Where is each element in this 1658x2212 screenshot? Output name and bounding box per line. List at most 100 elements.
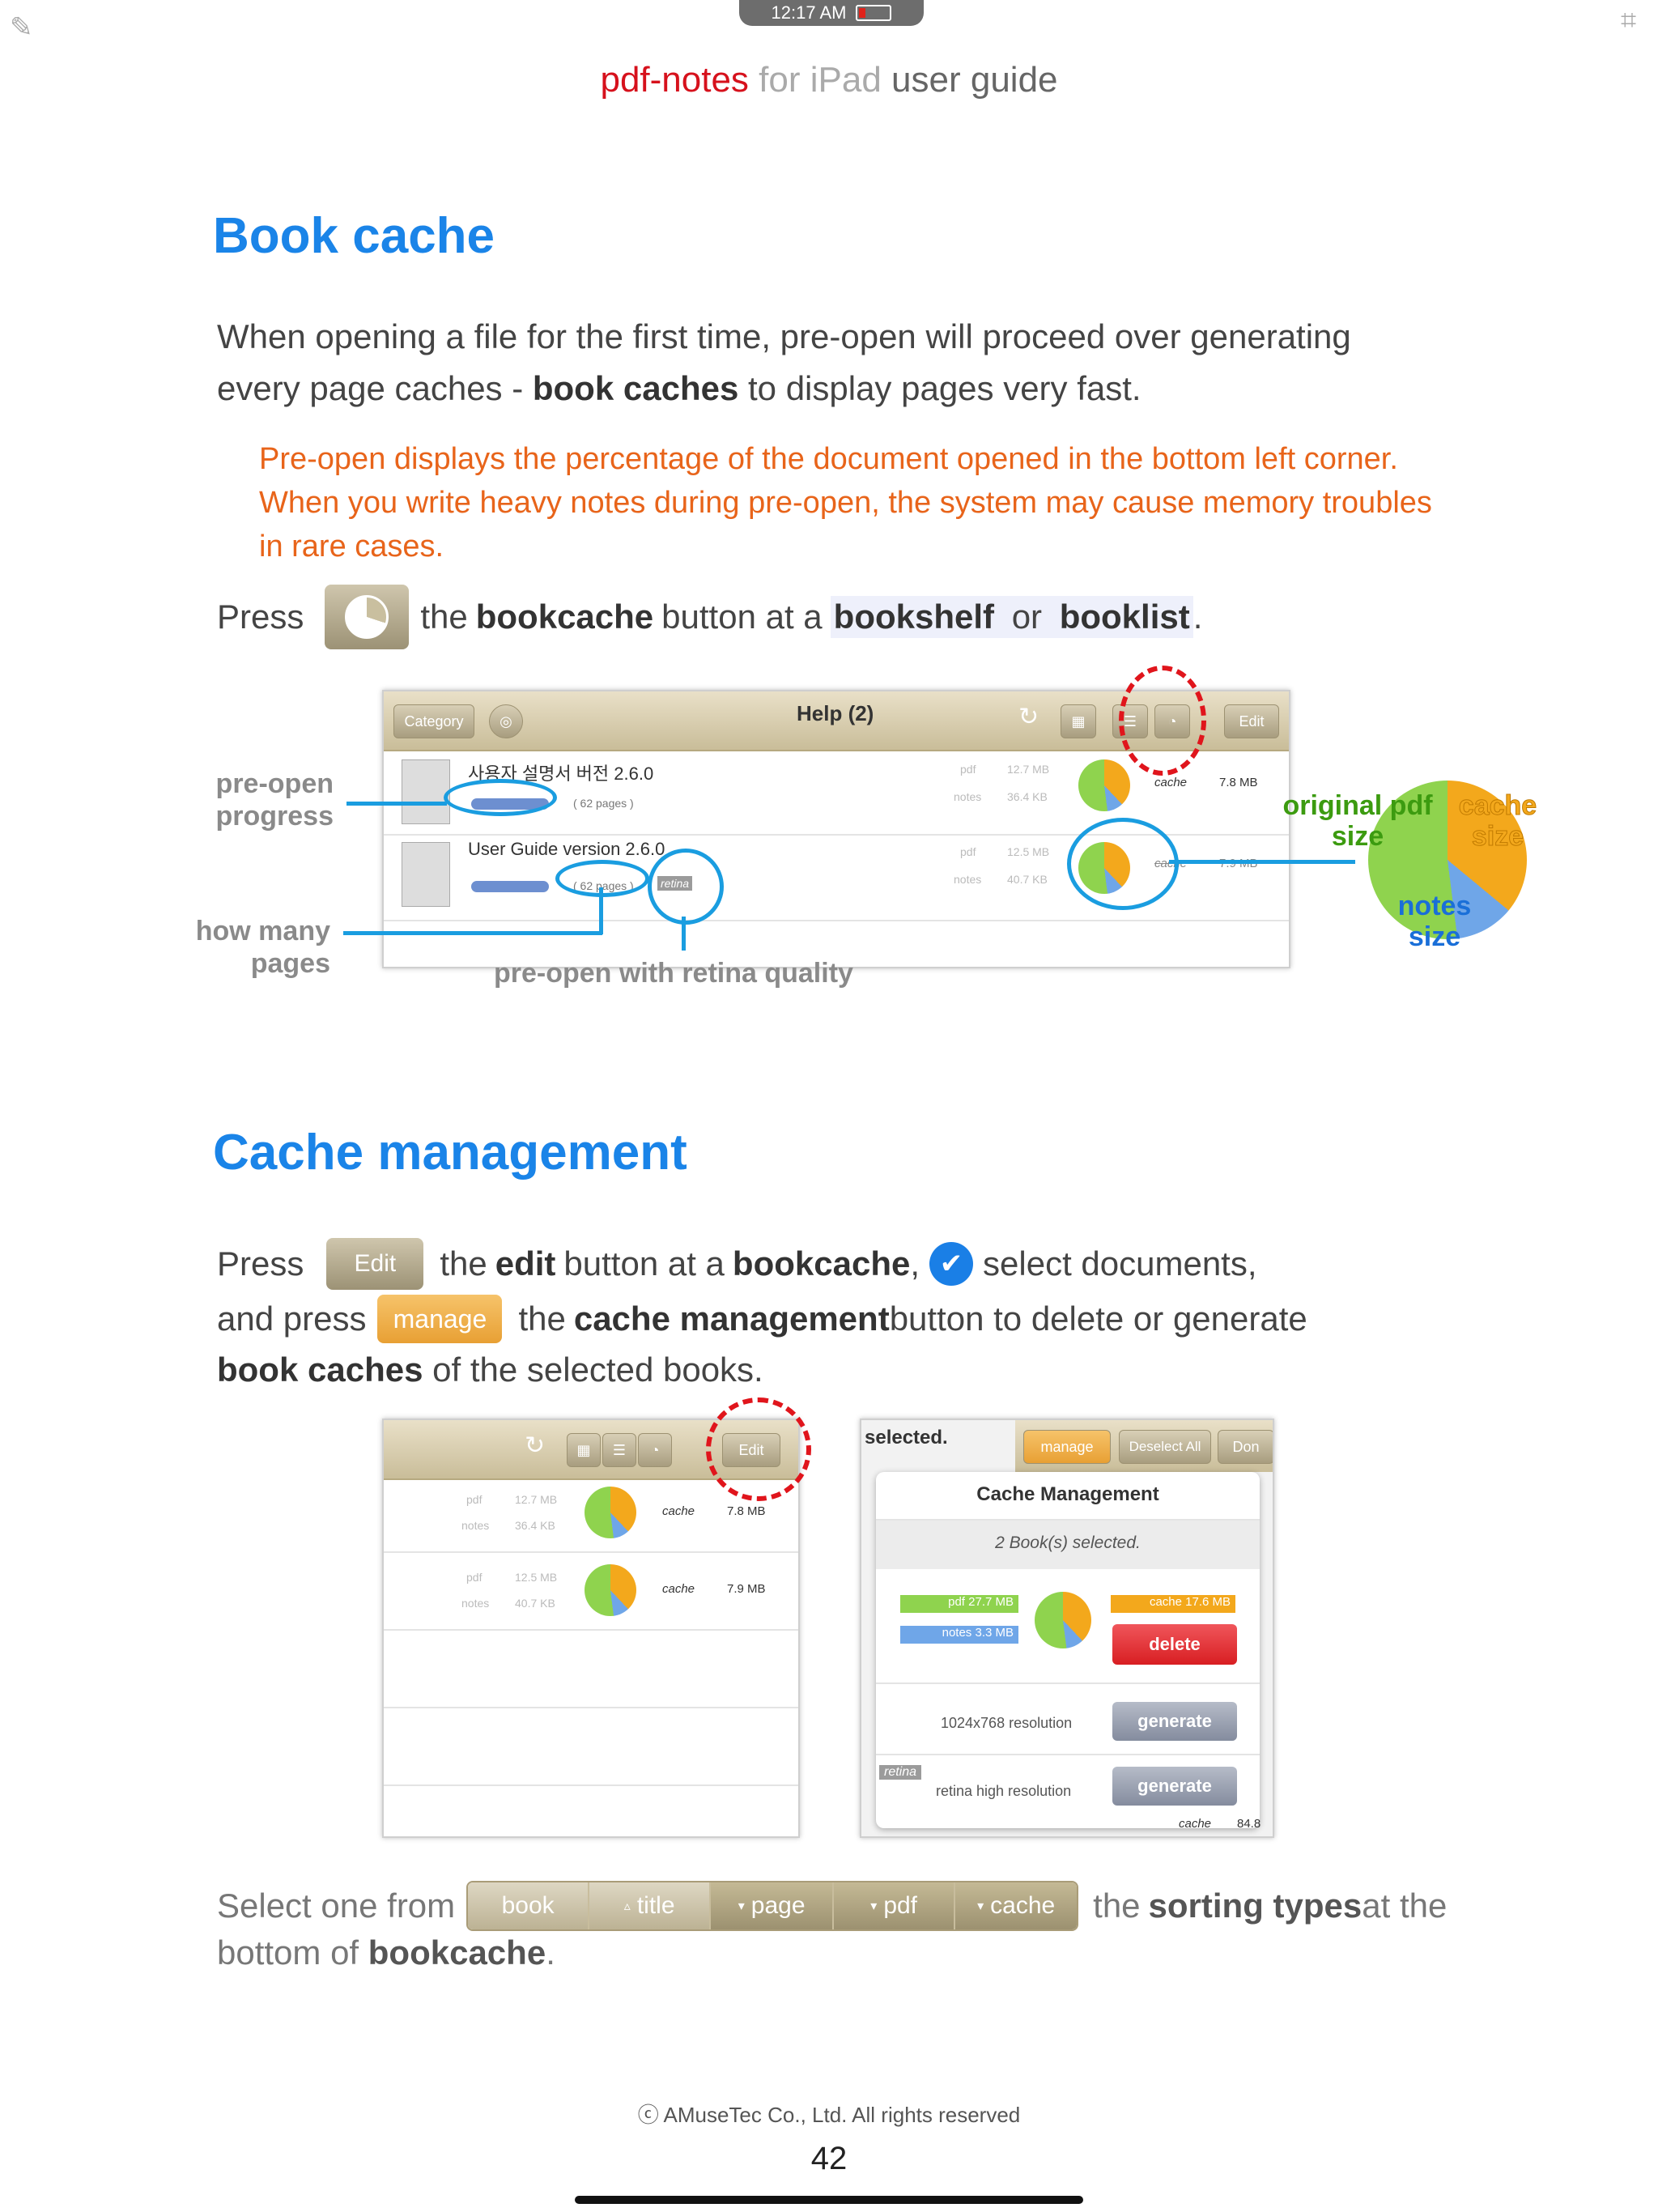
press-manage-row: and press manage the cache management bu… bbox=[217, 1291, 1307, 1347]
label-cache-size: cache size bbox=[1449, 790, 1546, 853]
bottom-cache-size: 84.8 bbox=[1237, 1817, 1261, 1831]
callout-howmany-line-2: pages bbox=[250, 948, 330, 979]
selected-text: selected. bbox=[865, 1427, 948, 1448]
edit-button[interactable]: Edit bbox=[1224, 704, 1279, 738]
pdf-label: pdf bbox=[466, 1571, 483, 1584]
row-divider bbox=[384, 1707, 798, 1708]
crop-icon[interactable]: ⌗ bbox=[1621, 5, 1637, 36]
row-divider bbox=[384, 834, 1289, 836]
books-selected-text: 2 Book(s) selected. bbox=[995, 1534, 1141, 1552]
pdf-label: pdf bbox=[466, 1493, 483, 1506]
books-selected-banner bbox=[876, 1521, 1260, 1569]
note-line-3: in rare cases. bbox=[259, 530, 444, 564]
selected-pie-chart bbox=[1035, 1592, 1091, 1648]
callout-how-many-pages: how many pages bbox=[170, 915, 330, 980]
left-status-icon: ✎ bbox=[10, 12, 33, 43]
sort-page[interactable]: ▾page bbox=[711, 1882, 835, 1929]
sort-arrow-icon: ▵ bbox=[623, 1899, 631, 1913]
note-line-1: Pre-open displays the percentage of the … bbox=[259, 442, 1398, 476]
sort-book[interactable]: book bbox=[468, 1882, 590, 1929]
doc-header: pdf-notes for iPad user guide bbox=[0, 60, 1658, 100]
cache-management-popup: Cache Management 2 Book(s) selected. pdf… bbox=[876, 1472, 1260, 1828]
header-brand: pdf-notes bbox=[600, 60, 749, 100]
manage-button-image[interactable]: manage bbox=[377, 1295, 503, 1343]
cache-size-tag: cache 17.6 MB bbox=[1111, 1595, 1235, 1613]
pdf-size-tag: pdf 27.7 MB bbox=[900, 1595, 1018, 1613]
copyright: ⓒ AMuseTec Co., Ltd. All rights reserved bbox=[637, 2103, 1021, 2127]
cache-line-2: size bbox=[1471, 821, 1524, 853]
sort-pdf[interactable]: ▾pdf bbox=[834, 1882, 956, 1929]
line1-b: edit bbox=[495, 1244, 556, 1283]
deselect-all-button[interactable]: Deselect All bbox=[1119, 1430, 1211, 1464]
popup-divider bbox=[876, 1519, 1260, 1521]
cache-pie-chart bbox=[1078, 759, 1130, 811]
bookcache-highlight-circle bbox=[1119, 666, 1206, 776]
book-thumb bbox=[402, 759, 450, 824]
generate-retina-button[interactable]: generate bbox=[1112, 1767, 1237, 1806]
cache-size: 7.8 MB bbox=[1219, 776, 1258, 789]
row-divider bbox=[384, 1551, 798, 1553]
cache-label: cache bbox=[662, 1582, 695, 1596]
press-text-a: the bbox=[420, 598, 468, 636]
manage-button[interactable]: manage bbox=[1023, 1430, 1111, 1464]
home-indicator[interactable] bbox=[575, 2196, 1083, 2204]
booklist-word: booklist bbox=[1059, 598, 1190, 636]
connector-line bbox=[346, 802, 447, 806]
done-button[interactable]: Don bbox=[1218, 1430, 1273, 1464]
line2-c: cache management bbox=[573, 1300, 890, 1338]
orig-line-2: size bbox=[1331, 821, 1384, 852]
label-original-pdf-size: original pdf size bbox=[1269, 790, 1446, 852]
header-platform: for iPad bbox=[759, 60, 882, 100]
sort-title[interactable]: ▵title bbox=[589, 1882, 712, 1929]
popup-divider bbox=[876, 1682, 1260, 1684]
line1-f: select documents, bbox=[983, 1244, 1257, 1283]
notes-label: notes bbox=[461, 1519, 490, 1532]
sorting-select-text: Select one from bbox=[217, 1887, 456, 1925]
notes-size: 40.7 KB bbox=[1007, 873, 1048, 886]
callout-retina-quality: pre-open with retina quality bbox=[494, 958, 853, 989]
notes-size: 40.7 KB bbox=[515, 1597, 555, 1610]
bookcache-button[interactable] bbox=[325, 585, 410, 649]
category-button[interactable]: Category bbox=[393, 704, 474, 738]
sorting-line2-b: bookcache bbox=[368, 1933, 546, 1972]
edit-button-image[interactable]: Edit bbox=[326, 1238, 424, 1290]
sorting-text-a: the bbox=[1093, 1887, 1141, 1925]
callout-preopen-line-2: progress bbox=[215, 801, 334, 832]
cache-size: 7.8 MB bbox=[727, 1504, 766, 1518]
grid-view-icon[interactable]: ▦ bbox=[1061, 704, 1096, 738]
popup-divider bbox=[876, 1754, 1260, 1755]
book-cache-note: Pre-open displays the percentage of the … bbox=[259, 437, 1554, 568]
header-suffix: user guide bbox=[891, 60, 1058, 100]
intro-line-1: When opening a file for the first time, … bbox=[217, 317, 1351, 355]
cache-size: 7.9 MB bbox=[727, 1582, 766, 1596]
resolution-label: 1024x768 resolution bbox=[941, 1715, 1073, 1731]
press-label-2: Press bbox=[217, 1244, 304, 1283]
book-thumb bbox=[402, 842, 450, 907]
sort-arrow-icon: ▾ bbox=[977, 1899, 984, 1913]
notes-label: notes bbox=[954, 790, 982, 803]
retina-tag: retina bbox=[879, 1765, 922, 1780]
edit-highlight-circle bbox=[706, 1397, 811, 1501]
intro-line-2: every page caches - book caches to displ… bbox=[217, 363, 1528, 415]
row-divider bbox=[384, 1784, 798, 1786]
delete-button[interactable]: delete bbox=[1112, 1624, 1237, 1665]
sorting-line2-c: . bbox=[546, 1933, 555, 1972]
battery-icon bbox=[856, 5, 892, 21]
sort-cache[interactable]: ▾cache bbox=[955, 1882, 1078, 1929]
sorting-text-b: sorting types bbox=[1148, 1887, 1363, 1925]
bookcache-toolbar-icon[interactable]: ◔ bbox=[638, 1433, 672, 1467]
list-view-icon[interactable]: ☰ bbox=[602, 1433, 636, 1467]
refresh-icon[interactable]: ↻ bbox=[1018, 704, 1039, 730]
generate-button[interactable]: generate bbox=[1112, 1702, 1237, 1741]
connector-line bbox=[682, 917, 686, 951]
notes-size: 36.4 KB bbox=[515, 1519, 555, 1532]
retina-ring bbox=[648, 849, 724, 925]
progress-ring bbox=[444, 779, 557, 816]
search-icon[interactable]: ◎ bbox=[489, 704, 523, 738]
bookshelf-highlight: bookshelf or booklist bbox=[830, 596, 1193, 638]
grid-view-icon[interactable]: ▦ bbox=[567, 1433, 601, 1467]
intro-2b: book caches bbox=[532, 369, 739, 407]
refresh-icon[interactable]: ↻ bbox=[525, 1432, 546, 1459]
connector-line bbox=[1169, 860, 1355, 864]
press-text-b: bookcache bbox=[475, 598, 654, 636]
